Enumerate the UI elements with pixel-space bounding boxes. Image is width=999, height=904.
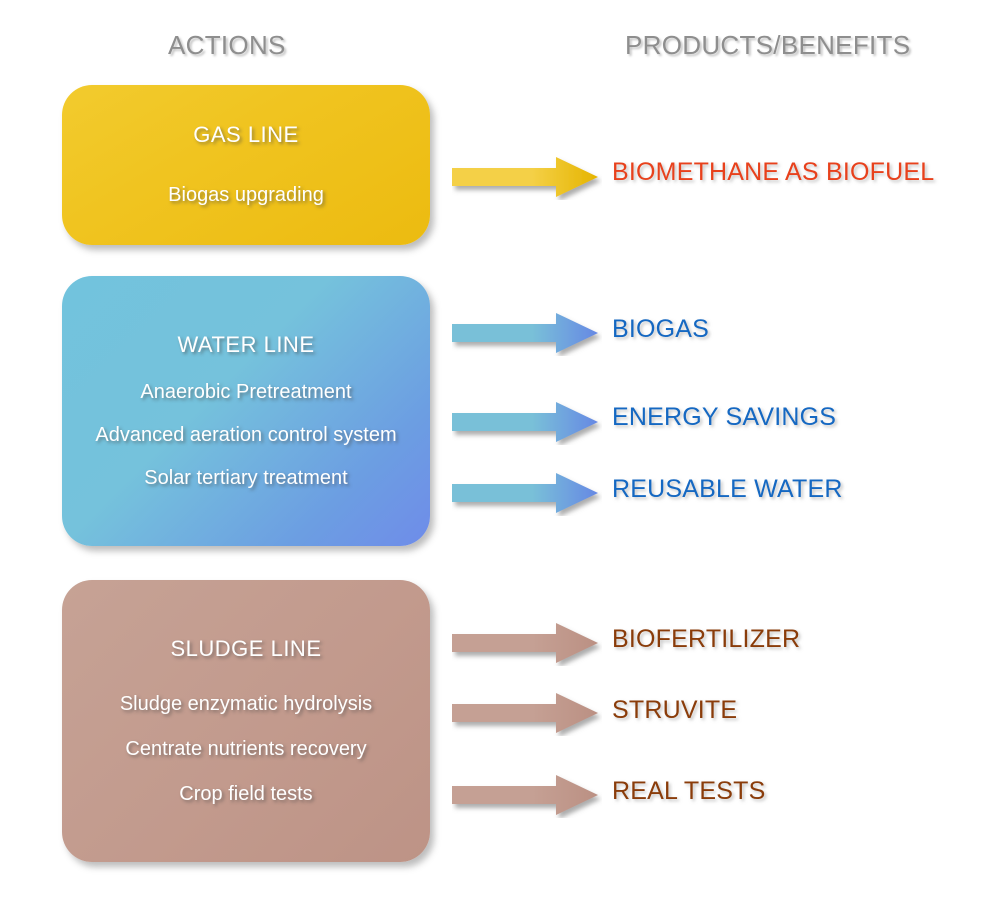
arrow-to-real-tests-icon bbox=[452, 772, 602, 818]
sludge-line-title: SLUDGE LINE bbox=[170, 635, 322, 661]
arrow-to-biofertilizer-icon bbox=[452, 620, 602, 666]
product-label: BIOMETHANE AS BIOFUEL bbox=[612, 158, 935, 186]
water-line-item: Anaerobic Pretreatment bbox=[140, 381, 352, 404]
product-label: BIOGAS bbox=[612, 315, 710, 343]
sludge-line-item: Sludge enzymatic hydrolysis bbox=[119, 693, 373, 716]
water-line-item: Advanced aeration control system bbox=[95, 423, 397, 446]
column-header-actions: ACTIONS bbox=[168, 30, 286, 60]
product-label: REAL TESTS bbox=[612, 777, 766, 805]
gas-line-box[interactable]: GAS LINE Biogas upgrading bbox=[62, 85, 430, 245]
arrow-to-biomethane-icon bbox=[452, 154, 602, 200]
product-label: ENERGY SAVINGS bbox=[612, 403, 837, 431]
water-line-title: WATER LINE bbox=[177, 331, 315, 357]
product-label: BIOFERTILIZER bbox=[612, 625, 801, 653]
sludge-line-box[interactable]: SLUDGE LINE Sludge enzymatic hydrolysis … bbox=[62, 580, 430, 862]
sludge-line-item: Centrate nutrients recovery bbox=[125, 737, 367, 760]
column-header-products: PRODUCTS/BENEFITS bbox=[625, 30, 911, 60]
gas-line-title: GAS LINE bbox=[193, 122, 299, 148]
arrow-to-reusable-water-icon bbox=[452, 470, 602, 516]
water-line-box[interactable]: WATER LINE Anaerobic Pretreatment Advanc… bbox=[62, 276, 430, 546]
product-label: REUSABLE WATER bbox=[612, 475, 843, 503]
product-label: STRUVITE bbox=[612, 696, 738, 724]
arrow-to-energy-savings-icon bbox=[452, 399, 602, 445]
arrow-to-struvite-icon bbox=[452, 690, 602, 736]
water-line-item: Solar tertiary treatment bbox=[144, 466, 348, 489]
arrow-to-biogas-icon bbox=[452, 310, 602, 356]
gas-line-item: Biogas upgrading bbox=[168, 183, 324, 206]
sludge-line-item: Crop field tests bbox=[179, 782, 313, 805]
